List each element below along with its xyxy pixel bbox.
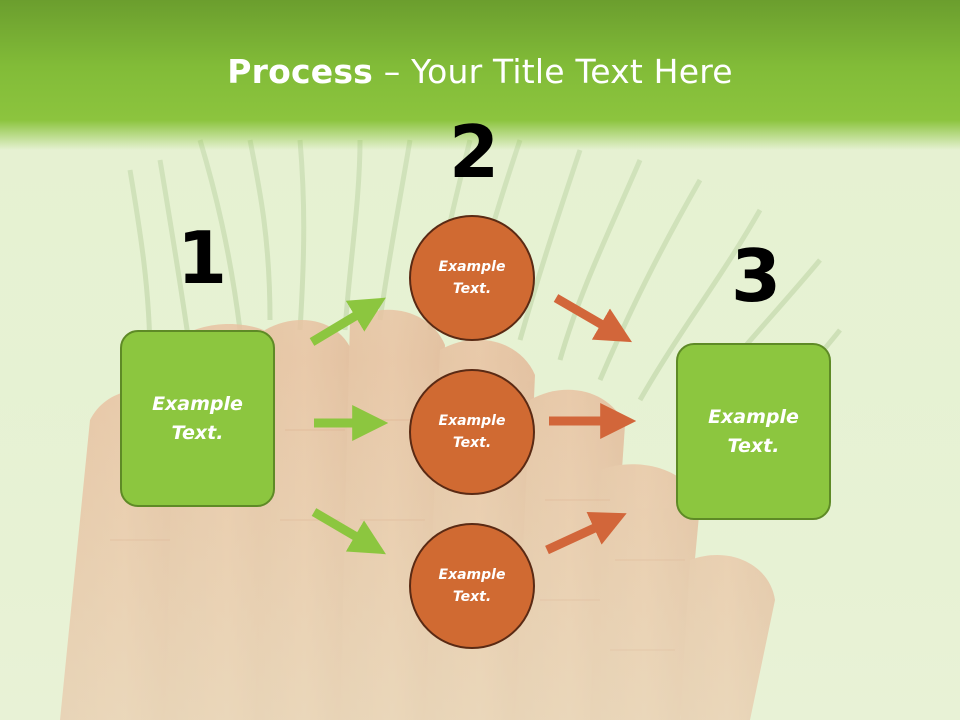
arrow-left-to-top <box>309 297 386 346</box>
step-number-3[interactable]: 3 <box>731 234 782 318</box>
circle-middle-text: Example Text. <box>438 412 506 451</box>
circle-bottom-text: Example Text. <box>438 566 506 605</box>
arrow-bottom-to-right <box>545 511 627 555</box>
circle-middle[interactable]: Example Text. <box>409 369 535 495</box>
circle-top-text: Example Text. <box>438 258 506 297</box>
arrow-left-to-bottom <box>311 508 386 555</box>
title-bold: Process <box>227 52 374 91</box>
circle-bottom[interactable]: Example Text. <box>409 523 535 649</box>
title-rest: – Your Title Text Here <box>373 52 733 91</box>
right-box[interactable]: Example Text. <box>676 343 831 520</box>
right-box-text: Example Text. <box>708 406 799 457</box>
circle-top[interactable]: Example Text. <box>409 215 535 341</box>
arrow-top-to-right <box>553 294 633 343</box>
header-band <box>0 0 960 150</box>
step-number-2[interactable]: 2 <box>449 110 500 194</box>
slide-title[interactable]: Process – Your Title Text Here <box>0 52 960 91</box>
left-box-text: Example Text. <box>152 393 243 444</box>
step-number-1[interactable]: 1 <box>177 216 228 300</box>
left-box[interactable]: Example Text. <box>120 330 275 507</box>
